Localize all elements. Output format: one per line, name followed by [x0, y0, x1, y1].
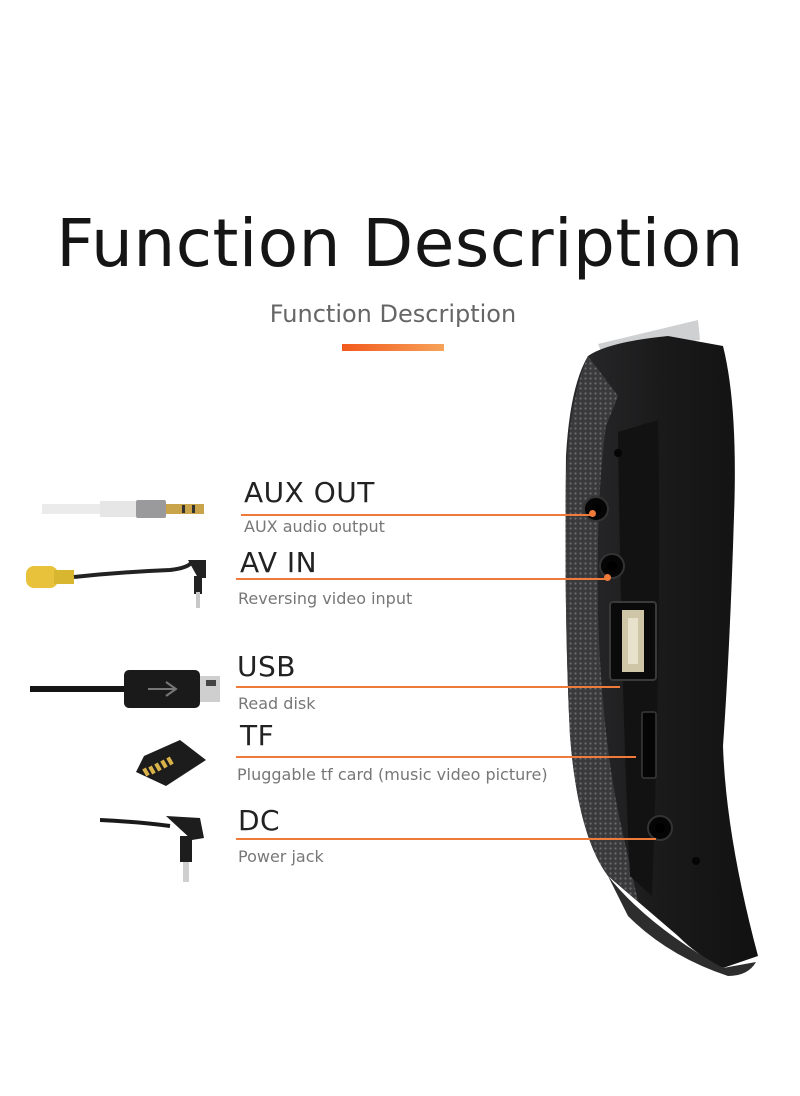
feature-title: DC — [238, 804, 281, 837]
callout-line — [236, 838, 656, 840]
accent-bar — [342, 344, 444, 351]
dc-power-cable-icon — [100, 816, 204, 882]
tf-card-icon — [136, 740, 206, 786]
feature-description: Pluggable tf card (music video picture) — [237, 765, 548, 784]
callout-dot — [604, 574, 611, 581]
feature-title: USB — [237, 650, 296, 683]
feature-description: Reversing video input — [238, 589, 413, 608]
aux-cable-icon — [42, 500, 204, 518]
feature-description: AUX audio output — [244, 517, 385, 536]
device-side-panel — [565, 320, 758, 976]
callout-line — [241, 514, 593, 516]
callout-line — [236, 756, 636, 758]
feature-title: TF — [240, 719, 275, 752]
page-subtitle: Function Description — [269, 300, 517, 328]
feature-title: AUX OUT — [244, 476, 375, 509]
feature-description: Read disk — [238, 694, 316, 713]
rca-av-cable-icon — [26, 560, 206, 608]
feature-description: Power jack — [238, 847, 324, 866]
callout-line — [236, 578, 606, 580]
callout-line — [236, 686, 620, 688]
callout-dot — [589, 510, 596, 517]
usb-cable-icon — [30, 670, 220, 708]
page-title: Function Description — [56, 205, 744, 282]
feature-title: AV IN — [240, 546, 318, 579]
